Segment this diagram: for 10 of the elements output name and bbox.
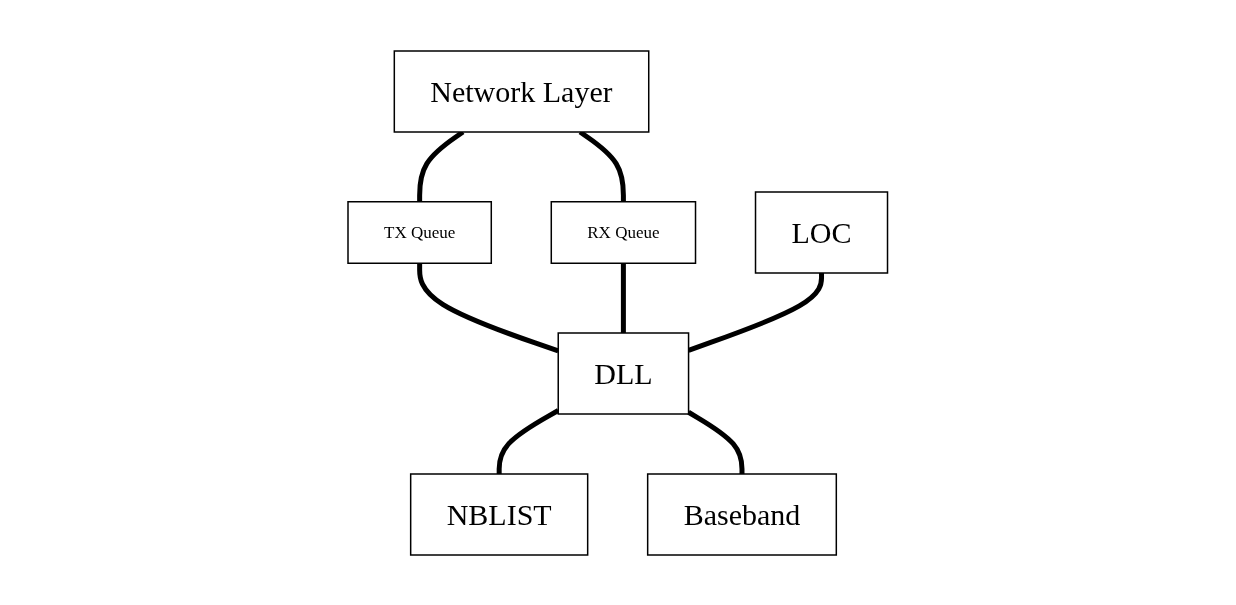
connector [687, 409, 745, 474]
connector [621, 262, 627, 333]
node-box: RX Queue [550, 200, 697, 264]
node-box: Network Layer [393, 49, 650, 133]
node-box: Baseband [647, 472, 838, 556]
node-box: NBLIST [410, 472, 589, 556]
node-box: DLL [557, 331, 690, 415]
node-box: LOC [755, 190, 889, 274]
node-box: TX Queue [347, 200, 493, 264]
connector [496, 407, 560, 474]
